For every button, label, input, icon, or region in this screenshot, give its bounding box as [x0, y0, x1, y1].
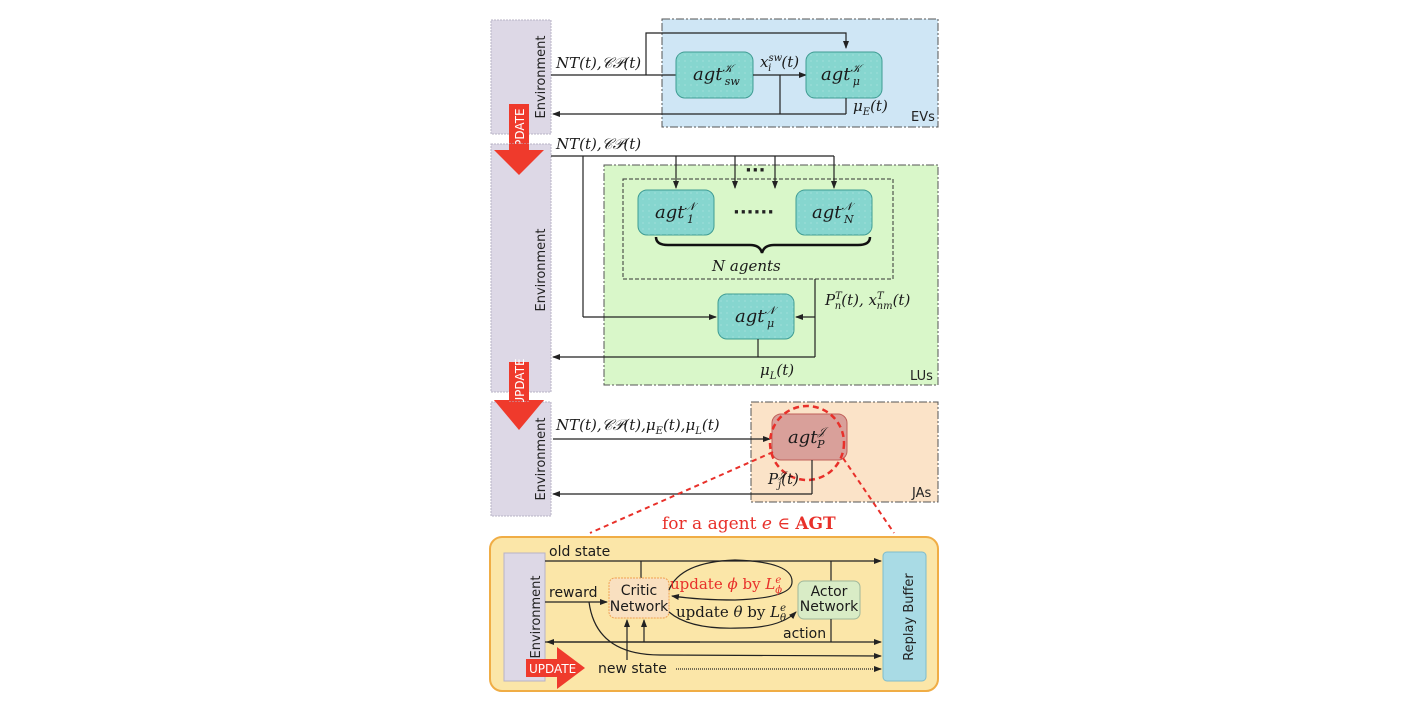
actor-network-box: [797, 580, 861, 620]
agent-detail-panel: Environment Replay Buffer old state rewa…: [489, 536, 939, 692]
actor-label-line2: Network: [800, 599, 859, 615]
zoom-line-right: [842, 457, 895, 534]
update-arrow-detail: [526, 647, 585, 689]
lus-input-label: NT(t),𝒞𝒫(t): [555, 135, 641, 153]
actor-label-line1: Actor: [811, 584, 848, 600]
detail-environment-label: Environment: [529, 575, 544, 658]
update-label-2: UPDATE: [513, 358, 527, 405]
environment-box-2: [490, 143, 552, 393]
jas-section: Environment JAs NT(t),𝒞𝒫(t),μE(t),μL(t) …: [490, 400, 939, 517]
agents-brace: [654, 236, 872, 254]
critic-label-line2: Network: [610, 599, 669, 615]
evs-group-label: EVs: [911, 110, 935, 125]
zoom-focus-circle: [768, 404, 846, 482]
jas-group-label: JAs: [911, 486, 931, 501]
environment-label-2: Environment: [534, 228, 549, 311]
critic-network-box: [608, 577, 670, 619]
environment-label-3: Environment: [534, 417, 549, 500]
evs-output-label: μE(t): [853, 97, 888, 118]
new-state-label: new state: [598, 661, 667, 677]
lus-agent-dots: ······: [733, 202, 774, 223]
evs-input-label: NT(t),𝒞𝒫(t): [555, 54, 641, 72]
agent-p-ja: [771, 413, 848, 461]
jas-input-label: NT(t),𝒞𝒫(t),μE(t),μL(t): [555, 416, 720, 437]
detail-panel-box: [489, 536, 939, 692]
environment-label-1: Environment: [534, 35, 549, 118]
update-phi-arrow: [668, 559, 793, 601]
update-theta-arrow: [668, 611, 797, 629]
lus-group-box: [603, 164, 939, 386]
brace-caption: N agents: [711, 257, 781, 275]
zoom-title: for a agent e ∈ AGT: [662, 514, 836, 534]
update-label-detail: UPDATE: [529, 662, 576, 676]
replay-buffer-label: Replay Buffer: [902, 573, 917, 661]
lus-agents-box: [622, 178, 894, 280]
zoom-line-left: [589, 451, 774, 534]
replay-buffer-box: [882, 551, 927, 682]
action-label: action: [783, 626, 826, 642]
old-state-label: old state: [549, 544, 610, 560]
lus-group-label: LUs: [910, 369, 933, 384]
reward-label: reward: [549, 585, 598, 601]
lus-output-label: μL(t): [760, 361, 794, 382]
critic-label-line1: Critic: [621, 583, 658, 599]
lus-top-dots: ···: [745, 160, 766, 181]
